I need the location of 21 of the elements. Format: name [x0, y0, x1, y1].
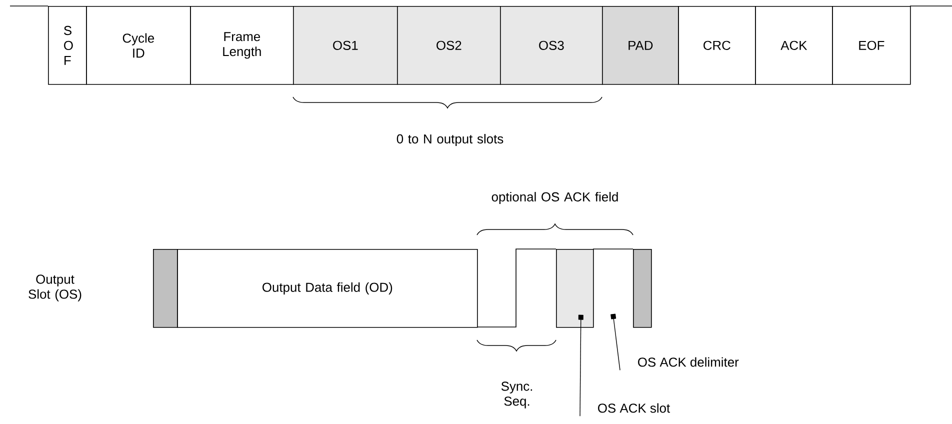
field-cell: S O F: [48, 6, 87, 85]
annotation-label: Output Slot (OS): [28, 274, 82, 302]
field-cell: OS2: [397, 6, 501, 85]
ack-slot-box: [556, 249, 594, 328]
field-cell: OS3: [500, 6, 603, 85]
slot-boundary-block: [153, 249, 178, 328]
leader-line: [610, 314, 620, 371]
field-cell: ACK: [755, 6, 833, 85]
annotation-label: 0 to N output slots: [396, 134, 504, 146]
data-field-box: Output Data field (OD): [177, 249, 478, 328]
slot-boundary-block: [633, 249, 652, 328]
field-cell: OS1: [293, 6, 398, 85]
annotation-label: Sync. Seq.: [501, 382, 532, 408]
field-cell: PAD: [602, 6, 679, 85]
field-cell: CRC: [678, 6, 756, 85]
callout-text: OS ACK slot: [598, 403, 670, 413]
annotation-label: optional OS ACK field: [492, 192, 618, 204]
leader-line: [578, 314, 584, 417]
field-cell: Cycle ID: [86, 6, 191, 85]
callout-text: OS ACK delimiter: [638, 357, 739, 367]
field-cell: EOF: [832, 6, 911, 85]
